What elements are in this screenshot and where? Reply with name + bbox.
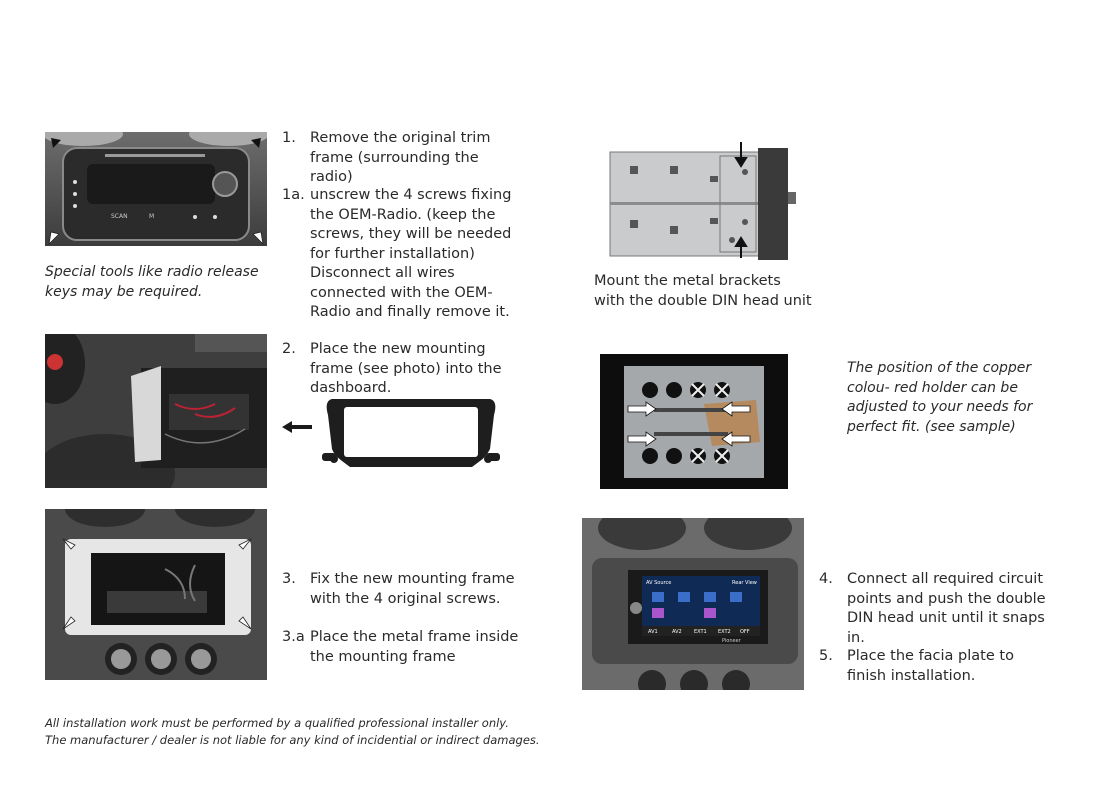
photo-installed-head-unit: AV Source Rear View AV1 AV2 EXT1 EXT2 OF… — [582, 518, 804, 690]
step-number: 3.a — [282, 629, 305, 645]
step-text: unscrew the 4 screws fixing the OEM-Radi… — [310, 187, 512, 320]
footer-line-1: All installation work must be performed … — [45, 716, 509, 730]
note-copper-holder: The position of the copper colou- red ho… — [847, 360, 1033, 435]
arrow-left-icon — [282, 420, 314, 434]
screen-title: AV Source — [646, 580, 671, 586]
screen-btn-off: OFF — [740, 629, 750, 635]
footer-line-2: The manufacturer / dealer is not liable … — [45, 732, 540, 747]
photo-frame-mounted — [45, 509, 267, 680]
radio-m-label: M — [149, 213, 154, 220]
screen-btn-av1: AV1 — [648, 629, 658, 635]
step-text: Connect all required circuit points and … — [847, 571, 1046, 646]
step-number: 1. — [282, 130, 296, 146]
radio-scan-label: SCAN — [111, 213, 128, 220]
screen-corner: Rear View — [732, 580, 757, 586]
note-mount-brackets: Mount the metal brackets with the double… — [594, 273, 812, 309]
photo-metal-brackets — [600, 136, 805, 260]
step-text: Remove the original trim frame (surround… — [310, 130, 491, 185]
step-number: 4. — [819, 571, 833, 587]
plate-arrows — [627, 401, 751, 447]
photo-metal-plate — [600, 354, 788, 489]
mounting-frame-drawing — [322, 393, 500, 473]
footer-disclaimer: All installation work must be performed … — [45, 715, 645, 748]
step-text: Place the facia plate to finish installa… — [847, 648, 1014, 684]
corner-arrows — [51, 138, 261, 148]
screw-arrows — [62, 538, 252, 630]
screen-btn-ext2: EXT2 — [718, 629, 731, 635]
bracket-arrows — [734, 142, 748, 258]
step-number: 5. — [819, 648, 833, 664]
step-text: Place the new mounting frame (see photo)… — [310, 341, 502, 396]
step-number: 3. — [282, 571, 296, 587]
photo-empty-dashboard — [45, 334, 267, 488]
screen-brand: Pioneer — [722, 638, 742, 644]
note-special-tools: Special tools like radio release keys ma… — [45, 264, 259, 300]
screen-btn-ext1: EXT1 — [694, 629, 707, 635]
step-text: Fix the new mounting frame with the 4 or… — [310, 571, 515, 607]
screen-btn-av2: AV2 — [672, 629, 682, 635]
step-number: 2. — [282, 341, 296, 357]
photo-original-radio: SCAN M — [45, 132, 267, 246]
step-number: 1a. — [282, 187, 305, 203]
step-text: Place the metal frame inside the mountin… — [310, 629, 519, 665]
